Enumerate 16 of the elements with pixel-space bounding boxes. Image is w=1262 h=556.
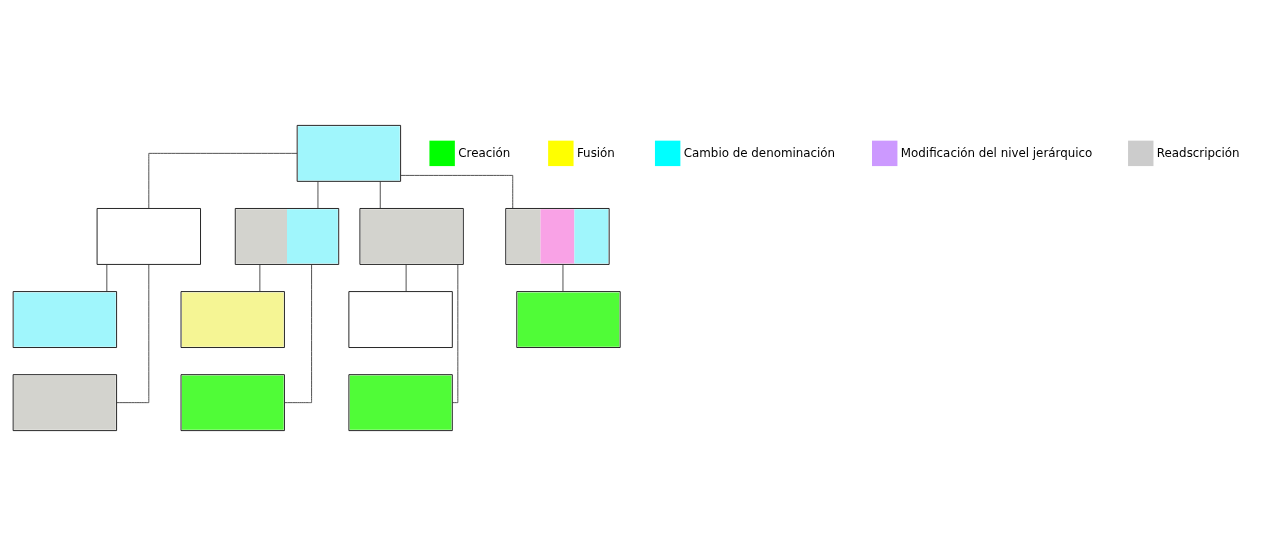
connector xyxy=(405,264,407,292)
legend-label: Cambio de denominación xyxy=(683,145,836,160)
connector xyxy=(116,264,150,404)
connector xyxy=(400,175,514,209)
connector xyxy=(284,264,312,404)
connector xyxy=(317,181,319,209)
connector xyxy=(379,181,381,209)
legend-label: Fusión xyxy=(576,145,615,160)
connector xyxy=(562,264,564,292)
connector xyxy=(106,264,108,292)
legend-label: Modificación del nivel jerárquico xyxy=(900,145,1093,160)
legend-label: Creación xyxy=(458,145,511,160)
connector xyxy=(148,152,298,209)
connector xyxy=(451,264,459,404)
legend-label: Readscripción xyxy=(1156,145,1240,160)
connector xyxy=(259,264,261,292)
